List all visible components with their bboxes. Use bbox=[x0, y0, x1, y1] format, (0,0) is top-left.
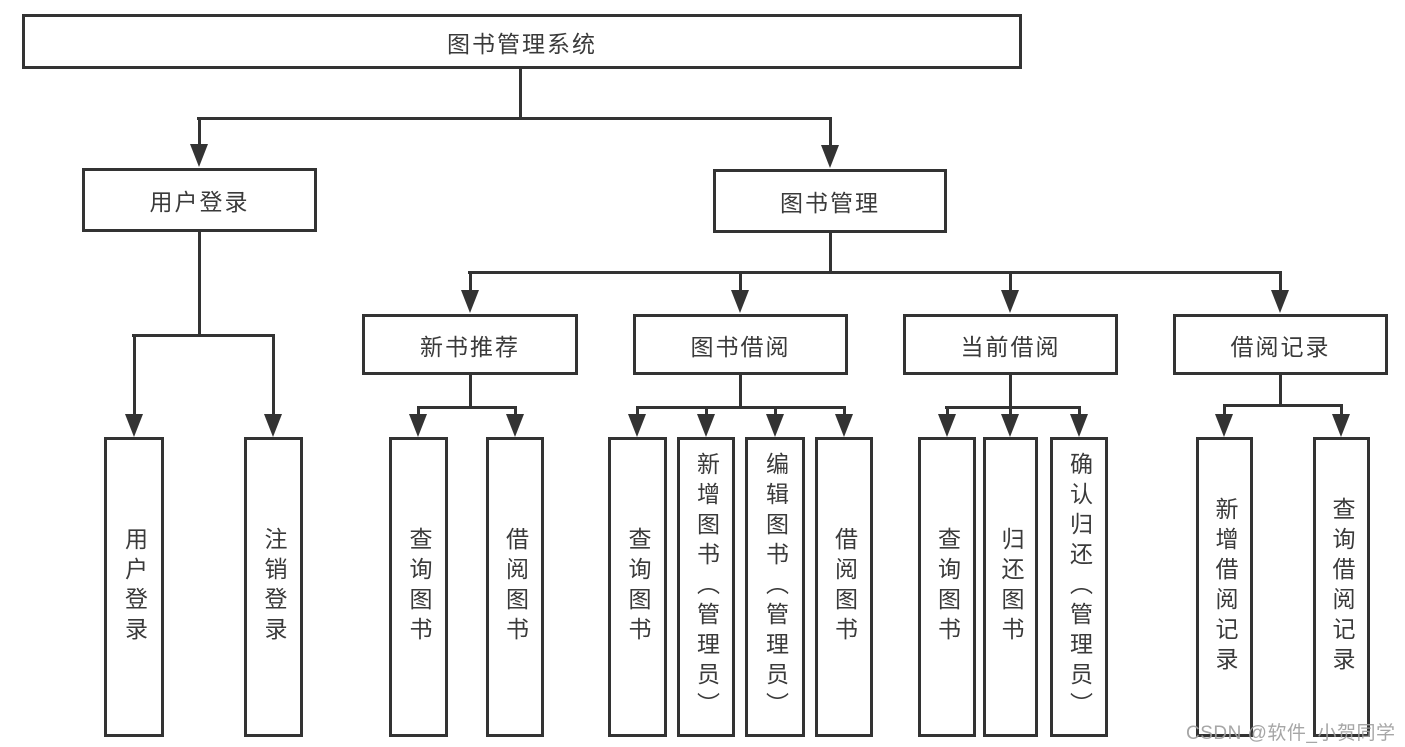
arrowhead-down-icon bbox=[697, 414, 715, 437]
connector-line bbox=[198, 232, 201, 337]
connector-line bbox=[946, 406, 949, 416]
arrowhead-down-icon bbox=[821, 145, 839, 168]
connector-line bbox=[468, 271, 1282, 274]
leaf-add-book-admin: 新增图书（管理员） bbox=[677, 437, 735, 737]
arrowhead-down-icon bbox=[1001, 290, 1019, 313]
connector-line bbox=[514, 406, 517, 416]
leaf-return-book: 归还图书 bbox=[983, 437, 1038, 737]
node-label: 编辑图书（管理员） bbox=[762, 452, 789, 722]
connector-line bbox=[198, 117, 201, 147]
connector-line bbox=[843, 406, 846, 416]
connector-line bbox=[739, 271, 742, 293]
connector-line bbox=[1009, 271, 1012, 293]
leaf-edit-book-admin: 编辑图书（管理员） bbox=[745, 437, 805, 737]
connector-line bbox=[705, 406, 708, 416]
leaf-logout: 注销登录 bbox=[244, 437, 303, 737]
node-label: 查询图书 bbox=[625, 527, 651, 647]
leaf-confirm-return-admin: 确认归还（管理员） bbox=[1050, 437, 1108, 737]
node-label: 查询借阅记录 bbox=[1329, 497, 1355, 677]
connector-line bbox=[1223, 404, 1343, 407]
node-label: 查询图书 bbox=[406, 527, 432, 647]
node-label: 用户登录 bbox=[149, 189, 250, 215]
connector-line bbox=[1223, 404, 1226, 416]
node-label: 注销登录 bbox=[261, 527, 287, 647]
connector-line bbox=[417, 406, 517, 409]
connector-line bbox=[272, 334, 275, 416]
node-label: 借阅图书 bbox=[502, 527, 529, 647]
leaf-add-borrow-record: 新增借阅记录 bbox=[1196, 437, 1253, 737]
connector-line bbox=[945, 406, 1080, 409]
connector-line bbox=[1279, 271, 1282, 293]
node-label: 图书管理系统 bbox=[447, 30, 597, 57]
node-label: 用户登录 bbox=[121, 527, 148, 647]
arrowhead-down-icon bbox=[731, 290, 749, 313]
connector-line bbox=[739, 375, 742, 409]
node-current-borrow: 当前借阅 bbox=[903, 314, 1118, 375]
node-label: 新增图书（管理员） bbox=[693, 452, 720, 722]
node-label: 新书推荐 bbox=[420, 333, 520, 360]
connector-line bbox=[469, 375, 472, 409]
node-book-borrow: 图书借阅 bbox=[633, 314, 848, 375]
node-label: 图书管理 bbox=[780, 190, 880, 216]
arrowhead-down-icon bbox=[1070, 414, 1088, 437]
connector-line bbox=[829, 117, 832, 149]
connector-line bbox=[1009, 406, 1012, 416]
node-book-management: 图书管理 bbox=[713, 169, 947, 233]
leaf-user-login: 用户登录 bbox=[104, 437, 164, 737]
connector-line bbox=[519, 69, 522, 118]
node-label: 新增借阅记录 bbox=[1212, 497, 1238, 677]
connector-line bbox=[636, 406, 846, 409]
node-label: 借阅记录 bbox=[1230, 333, 1331, 360]
leaf-query-book-1: 查询图书 bbox=[389, 437, 448, 737]
node-new-book-recommend: 新书推荐 bbox=[362, 314, 578, 375]
arrowhead-down-icon bbox=[938, 414, 956, 437]
leaf-query-book-3: 查询图书 bbox=[918, 437, 976, 737]
connector-line bbox=[636, 406, 639, 416]
arrowhead-down-icon bbox=[1215, 414, 1233, 437]
connector-line bbox=[1009, 375, 1012, 409]
connector-line bbox=[417, 406, 420, 416]
node-label: 查询图书 bbox=[934, 527, 961, 647]
arrowhead-down-icon bbox=[264, 414, 282, 437]
connector-line bbox=[132, 334, 275, 337]
node-label: 归还图书 bbox=[998, 527, 1024, 647]
connector-line bbox=[774, 406, 777, 416]
arrowhead-down-icon bbox=[461, 290, 479, 313]
node-user-login: 用户登录 bbox=[82, 168, 317, 232]
arrowhead-down-icon bbox=[125, 414, 143, 437]
connector-line bbox=[1279, 375, 1282, 407]
node-label: 借阅图书 bbox=[831, 527, 858, 647]
arrowhead-down-icon bbox=[190, 144, 208, 167]
leaf-borrow-book-2: 借阅图书 bbox=[815, 437, 873, 737]
arrowhead-down-icon bbox=[1271, 290, 1289, 313]
node-root-library-system: 图书管理系统 bbox=[22, 14, 1022, 69]
arrowhead-down-icon bbox=[409, 414, 427, 437]
node-borrow-records: 借阅记录 bbox=[1173, 314, 1388, 375]
connector-line bbox=[133, 334, 136, 416]
connector-line bbox=[469, 271, 472, 293]
arrowhead-down-icon bbox=[835, 414, 853, 437]
arrowhead-down-icon bbox=[1001, 414, 1019, 437]
leaf-borrow-book-1: 借阅图书 bbox=[486, 437, 544, 737]
csdn-watermark: CSDN @软件_小贺同学 bbox=[1186, 723, 1396, 744]
connector-line bbox=[197, 117, 832, 120]
arrowhead-down-icon bbox=[1332, 414, 1350, 437]
arrowhead-down-icon bbox=[506, 414, 524, 437]
connector-line bbox=[1340, 404, 1343, 416]
node-label: 确认归还（管理员） bbox=[1066, 452, 1093, 722]
leaf-query-book-2: 查询图书 bbox=[608, 437, 667, 737]
node-label: 图书借阅 bbox=[690, 333, 791, 360]
node-label: 当前借阅 bbox=[960, 333, 1061, 360]
arrowhead-down-icon bbox=[766, 414, 784, 437]
arrowhead-down-icon bbox=[628, 414, 646, 437]
connector-line bbox=[1078, 406, 1081, 416]
leaf-query-borrow-record: 查询借阅记录 bbox=[1313, 437, 1370, 737]
connector-line bbox=[829, 233, 832, 274]
